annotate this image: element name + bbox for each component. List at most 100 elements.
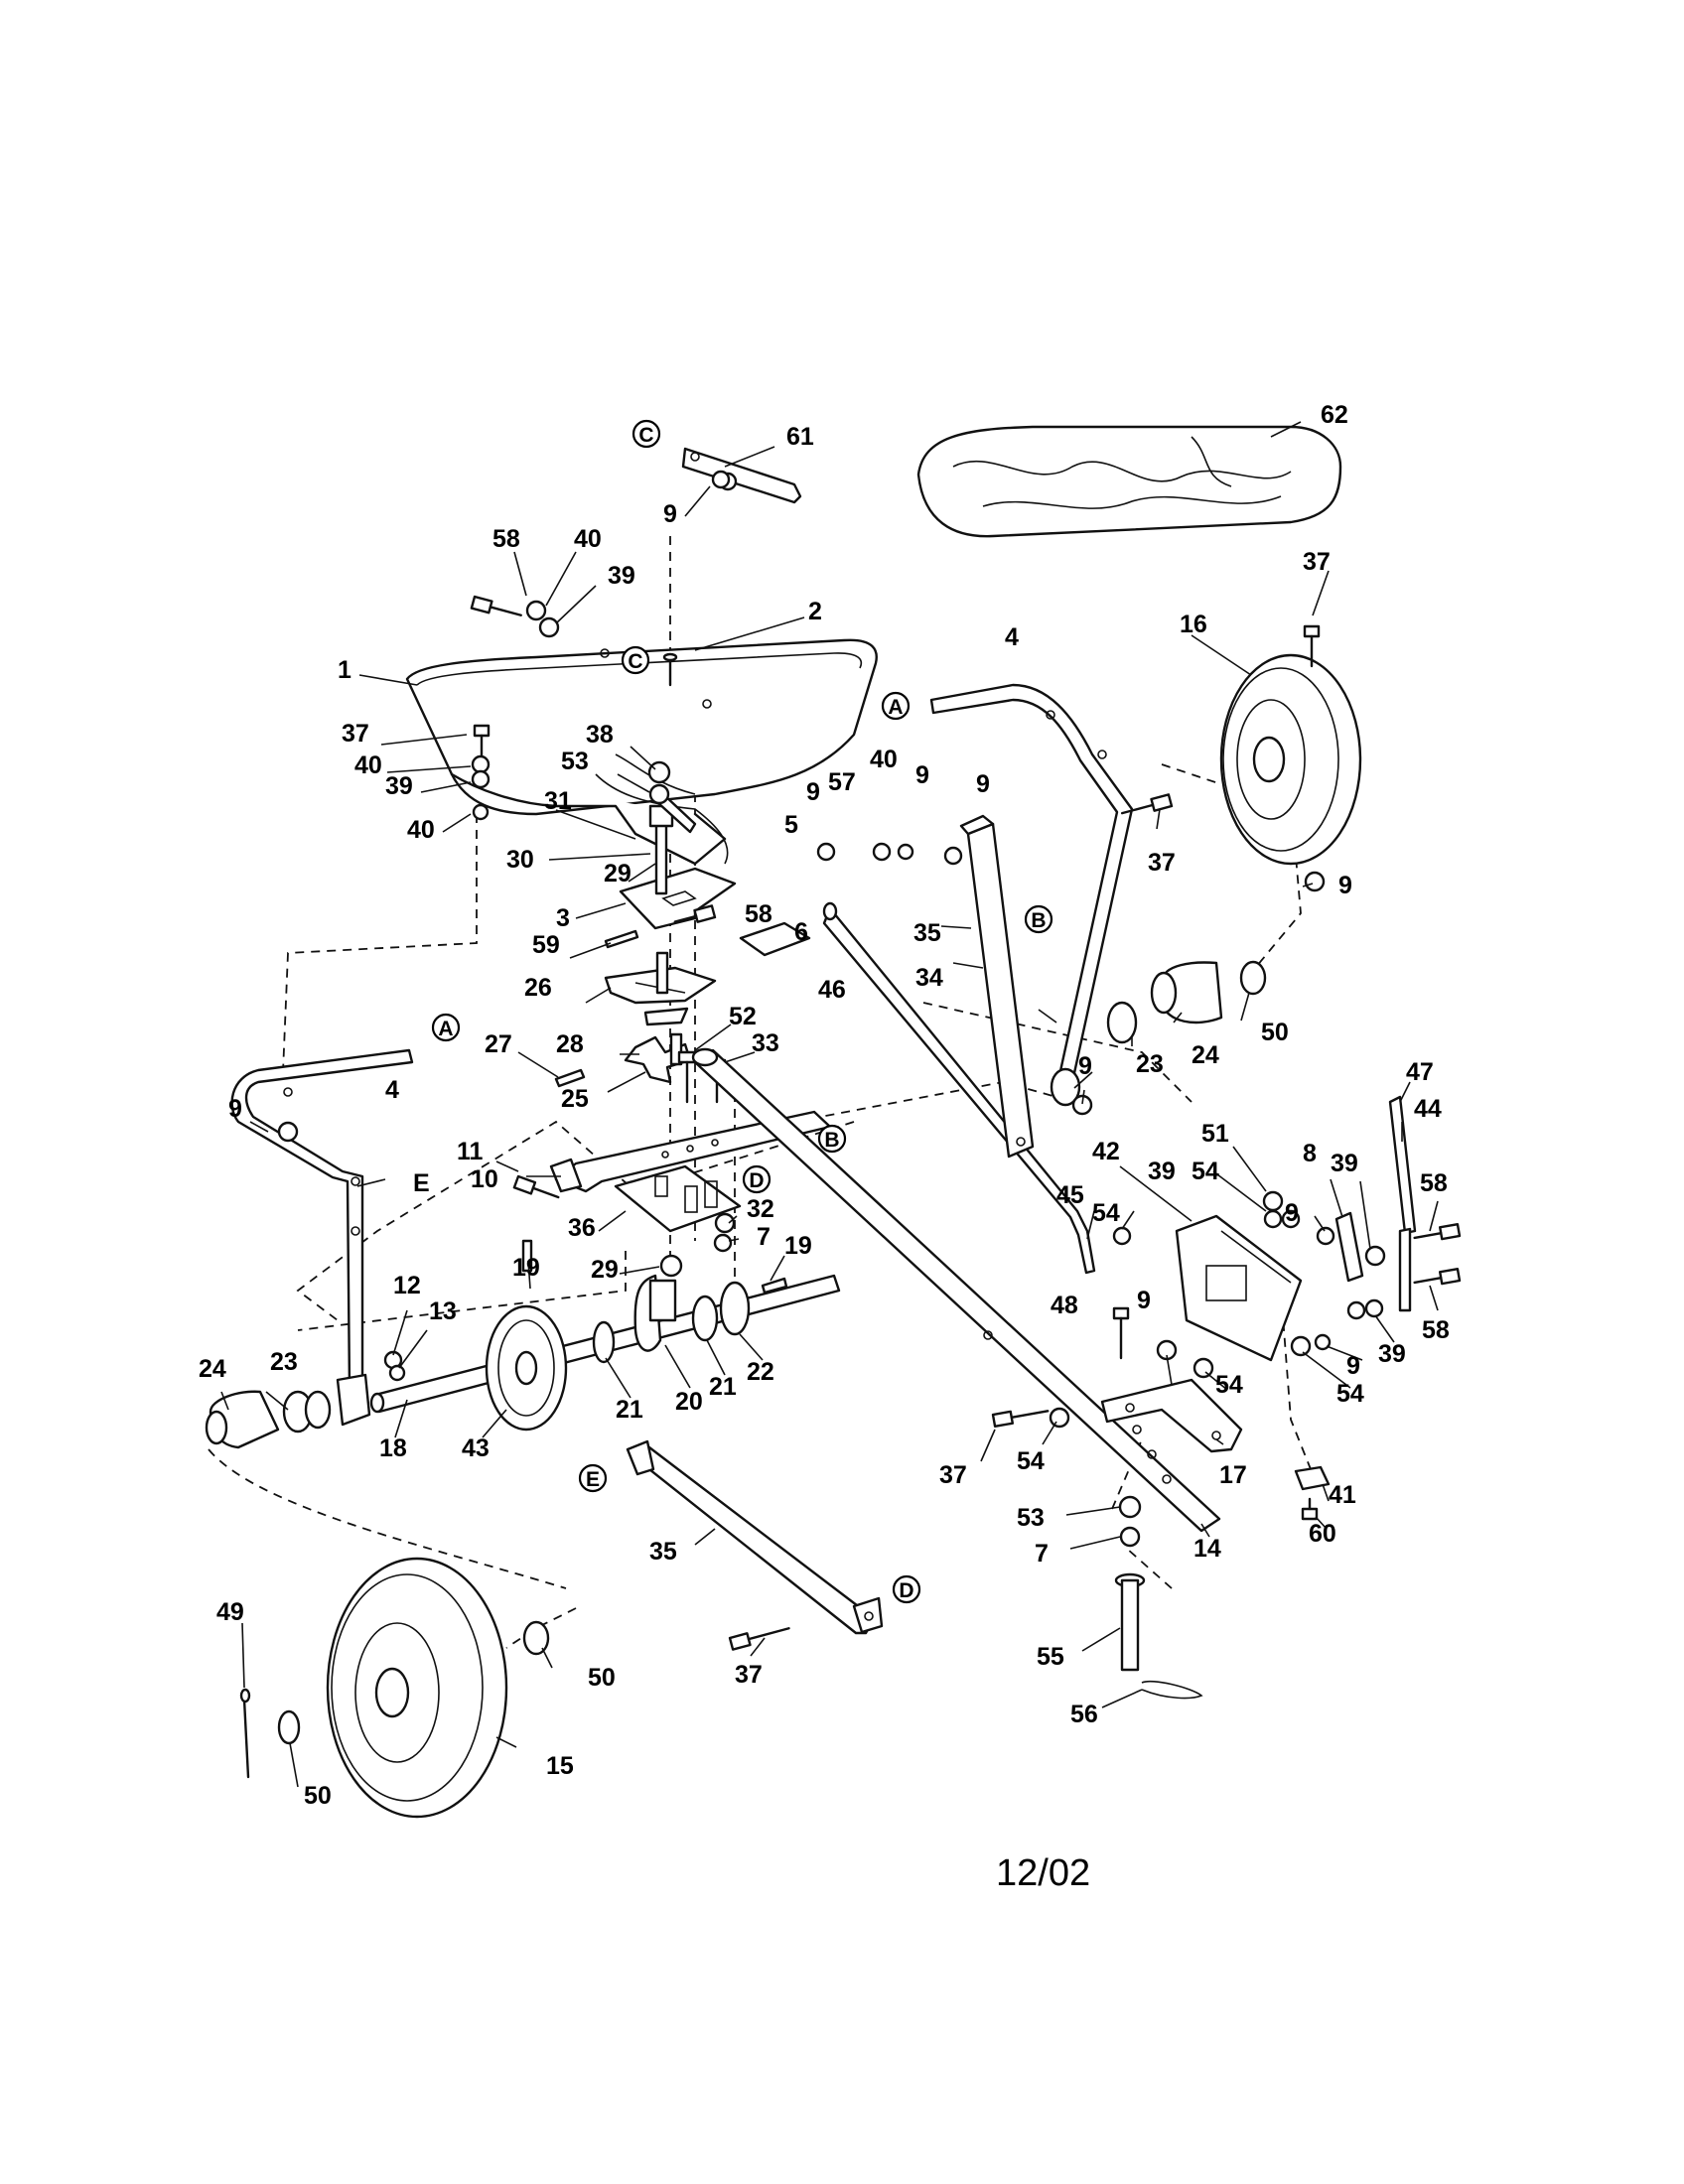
callout-58: 58 [1422, 1316, 1450, 1344]
callout-12: 12 [393, 1272, 421, 1299]
callout-35: 35 [913, 919, 941, 947]
callout-37: 37 [735, 1661, 763, 1689]
callout-54: 54 [1336, 1380, 1364, 1408]
callout-30: 30 [506, 846, 534, 874]
callout-50: 50 [588, 1664, 616, 1692]
callout-46: 46 [818, 976, 846, 1004]
callout-28: 28 [556, 1030, 584, 1058]
callout-24: 24 [199, 1355, 226, 1383]
callout-4: 4 [385, 1076, 399, 1104]
callout-19: 19 [784, 1232, 812, 1260]
ref-A-right: A [881, 691, 911, 721]
callout-3: 3 [556, 904, 570, 932]
callout-9: 9 [1346, 1352, 1360, 1380]
part-22-spacer [719, 1281, 751, 1336]
callout-22: 22 [747, 1358, 774, 1386]
callout-8: 8 [1303, 1140, 1317, 1167]
part-62-cover [916, 425, 1342, 538]
part-49-cotter-pin [239, 1688, 251, 1779]
callout-25: 25 [561, 1085, 589, 1113]
callout-16: 16 [1180, 611, 1207, 638]
callout-27: 27 [485, 1030, 512, 1058]
callout-54: 54 [1192, 1158, 1219, 1185]
part-56-clip [1141, 1680, 1203, 1700]
callout-14: 14 [1193, 1535, 1221, 1563]
callout-61: 61 [786, 423, 814, 451]
ref-C-top: C [632, 419, 661, 449]
callout-58: 58 [492, 525, 520, 553]
part-30-shaft [648, 792, 697, 895]
callout-9: 9 [806, 778, 820, 806]
part-20-gearbox [633, 1274, 677, 1352]
ref-D-upper: D [742, 1164, 772, 1194]
part-2-pin [662, 652, 678, 687]
callout-29: 29 [591, 1256, 619, 1284]
callout-39: 39 [1148, 1158, 1176, 1185]
callout-9: 9 [1285, 1199, 1299, 1227]
part-4-handle-right [929, 683, 1134, 1107]
callout-11: 11 [457, 1138, 484, 1165]
callout-9: 9 [976, 770, 990, 798]
callout-62: 62 [1321, 401, 1348, 429]
callout-44: 44 [1414, 1095, 1442, 1123]
callout-1: 1 [338, 656, 351, 684]
part-14-tongue [691, 1047, 1221, 1533]
callout-57: 57 [828, 768, 856, 796]
part-47-lever [1388, 1095, 1417, 1312]
callout-50: 50 [304, 1782, 332, 1810]
part-4-handle-left [230, 1048, 414, 1427]
callout-45: 45 [1056, 1181, 1084, 1209]
part-34-rod [822, 901, 1096, 1275]
part-60-bolt [1301, 1497, 1319, 1521]
part-46-gate [739, 921, 811, 957]
part-24-bushing-right [1150, 961, 1223, 1024]
svg-text:D: D [749, 1169, 764, 1192]
callout-54: 54 [1092, 1199, 1120, 1227]
callout-48: 48 [1051, 1292, 1078, 1319]
callout-40: 40 [574, 525, 602, 553]
callout-37: 37 [342, 720, 369, 748]
callout-39: 39 [1378, 1340, 1406, 1368]
part-19-pin [521, 1239, 788, 1295]
svg-text:B: B [1031, 909, 1046, 932]
part-28-spinner [624, 1032, 692, 1084]
part-21-bushing [592, 1295, 719, 1364]
callout-52: 52 [729, 1003, 757, 1030]
callout-23: 23 [270, 1348, 298, 1376]
callout-49: 49 [216, 1598, 244, 1626]
callout-39: 39 [385, 772, 413, 800]
callout-33: 33 [752, 1029, 779, 1057]
callout-50: 50 [1261, 1019, 1289, 1046]
callout-9: 9 [1078, 1052, 1092, 1080]
callout-53: 53 [1017, 1504, 1045, 1532]
part-15-wheel [326, 1557, 508, 1819]
callout-9: 9 [663, 500, 677, 528]
callout-37: 37 [939, 1461, 967, 1489]
callout-34: 34 [915, 964, 943, 992]
part-35-brace-lower [626, 1439, 884, 1635]
callout-9: 9 [228, 1095, 242, 1123]
part-24-bushing-left [205, 1390, 280, 1449]
callout-31: 31 [544, 787, 572, 815]
part-41-clip [1294, 1465, 1331, 1491]
callout-58: 58 [745, 900, 772, 928]
date-code: 12/02 [996, 1852, 1091, 1894]
callout-18: 18 [379, 1434, 407, 1462]
callout-7: 7 [757, 1223, 771, 1251]
callout-38: 38 [586, 721, 614, 749]
ref-letter: C [638, 424, 653, 447]
part-35-brace-upper [959, 814, 1035, 1159]
part-42-plate [1175, 1214, 1303, 1362]
callout-39: 39 [608, 562, 635, 590]
ref-C-hopper: C [621, 645, 650, 675]
part-23-bushing-right [1106, 1001, 1138, 1044]
callout-40: 40 [407, 816, 435, 844]
ref-A-left: A [431, 1013, 461, 1042]
svg-text:B: B [824, 1129, 839, 1152]
callout-36: 36 [568, 1214, 596, 1242]
callout-24: 24 [1192, 1041, 1219, 1069]
callout-53: 53 [561, 748, 589, 775]
callout-labels: 61 9 62 58 40 39 2 37 1 4 16 37 38 40 53… [199, 401, 1450, 1810]
part-36-plate [614, 1164, 742, 1233]
